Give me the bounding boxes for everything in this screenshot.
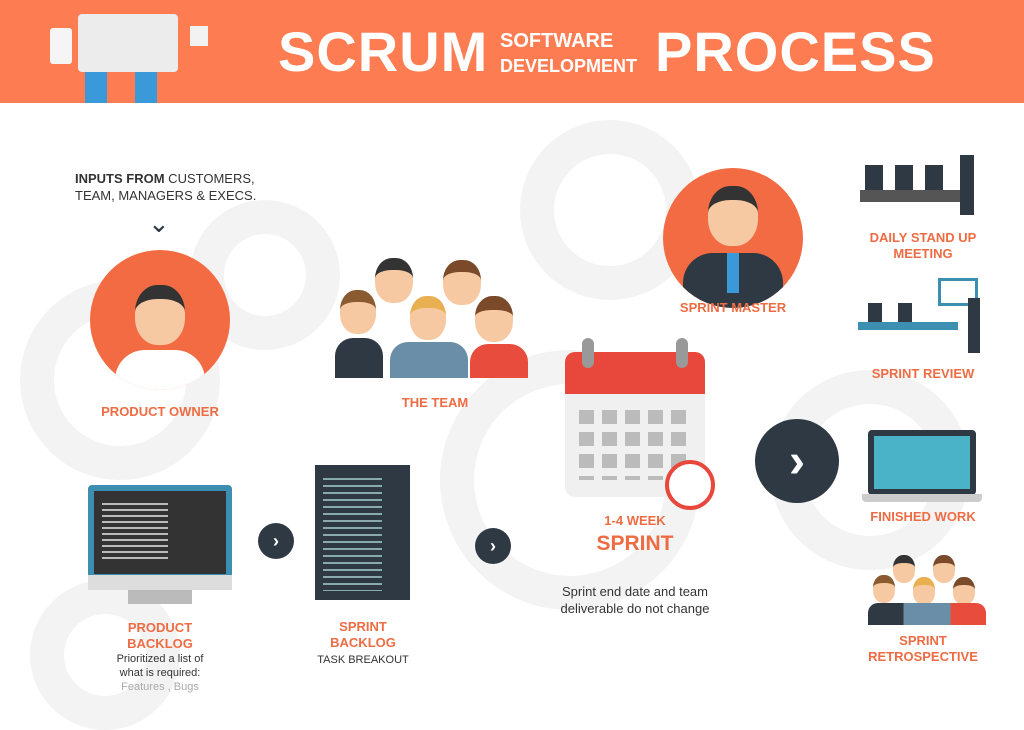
inputs-bold: INPUTS FROM: [75, 171, 165, 186]
arm-icon: [135, 72, 157, 103]
arrow-right-icon: ›: [258, 523, 294, 559]
monitor-base-icon: [128, 590, 192, 604]
title-software: SOFTWARE: [500, 30, 614, 52]
chevron-down-icon: ⌄: [148, 208, 170, 238]
daily-standup-label: DAILY STAND UP MEETING: [843, 230, 1003, 262]
sprint-note-2: deliverable do not change: [560, 601, 710, 616]
calendar-ring-icon: [582, 338, 594, 368]
product-backlog-desc-3: Features , Bugs: [121, 681, 199, 693]
sprint-backlog-title: SPRINT BACKLOG: [283, 619, 443, 651]
product-owner-label: PRODUCT OWNER: [101, 404, 219, 419]
sprint-backlog-document-icon: [315, 465, 410, 600]
inputs-line2: TEAM, MANAGERS & EXECS.: [75, 188, 257, 203]
title-process: PROCESS: [655, 20, 936, 83]
sprint-title: SPRINT: [596, 532, 674, 555]
monitor-stand-icon: [88, 575, 232, 590]
product-backlog-desc-2: what is required:: [119, 667, 201, 679]
team-label: THE TEAM: [401, 395, 469, 410]
inputs-rest: CUSTOMERS,: [164, 171, 255, 186]
product-backlog-desc: Prioritized a list of what is required: …: [80, 652, 240, 694]
sprint-retrospective-label-2: RETROSPECTIVE: [868, 649, 978, 664]
daily-standup-label-1: DAILY STAND UP: [869, 230, 977, 245]
laptop-base-icon: [862, 494, 982, 502]
product-backlog-title: PRODUCT BACKLOG: [80, 620, 240, 652]
sprint-review-label: SPRINT REVIEW: [871, 366, 975, 381]
refresh-icon: [665, 460, 715, 510]
header-banner: SCRUM SOFTWARE DEVELOPMENT PROCESS: [0, 0, 1024, 103]
product-backlog-desc-1: Prioritized a list of: [116, 653, 204, 665]
title-development: DEVELOPMENT: [500, 56, 638, 76]
note-icon: [190, 26, 208, 46]
finished-work-monitor-icon: [868, 430, 976, 495]
sprint-backlog-desc: TASK BREAKOUT: [317, 654, 409, 666]
sprint-retrospective-label: SPRINT RETROSPECTIVE: [843, 633, 1003, 665]
sprint-master-avatar: [663, 168, 803, 308]
product-backlog-title-2: BACKLOG: [127, 636, 193, 651]
inputs-text: INPUTS FROM CUSTOMERS, TEAM, MANAGERS & …: [75, 170, 256, 204]
phone-icon: [50, 28, 72, 64]
laptop-illustration-icon: [78, 14, 178, 72]
sprint-master-label: SPRINT MASTER: [679, 300, 787, 315]
arm-icon: [85, 72, 107, 103]
daily-standup-label-2: MEETING: [893, 246, 953, 261]
team-illustration: [335, 258, 535, 378]
finished-work-label: FINISHED WORK: [870, 509, 976, 524]
sprint-review-illustration: [858, 278, 988, 356]
sprint-backlog-title-2: BACKLOG: [330, 635, 396, 650]
product-owner-avatar: [90, 250, 230, 390]
product-backlog-monitor-icon: [88, 485, 232, 580]
sprint-duration: 1-4 WEEK: [604, 513, 666, 528]
arrow-right-large-icon: ›: [755, 419, 839, 503]
title-scrum: SCRUM: [278, 20, 489, 83]
sprint-retrospective-label-1: SPRINT: [899, 633, 947, 648]
stand-up-meeting-illustration: [850, 150, 1000, 220]
sprint-note: Sprint end date and team deliverable do …: [530, 583, 740, 617]
calendar-ring-icon: [676, 338, 688, 368]
arrow-right-icon: ›: [475, 528, 511, 564]
product-backlog-title-1: PRODUCT: [127, 620, 193, 635]
sprint-backlog-title-1: SPRINT: [339, 619, 387, 634]
sprint-note-1: Sprint end date and team: [562, 584, 708, 599]
retrospective-team-illustration: [868, 555, 986, 625]
